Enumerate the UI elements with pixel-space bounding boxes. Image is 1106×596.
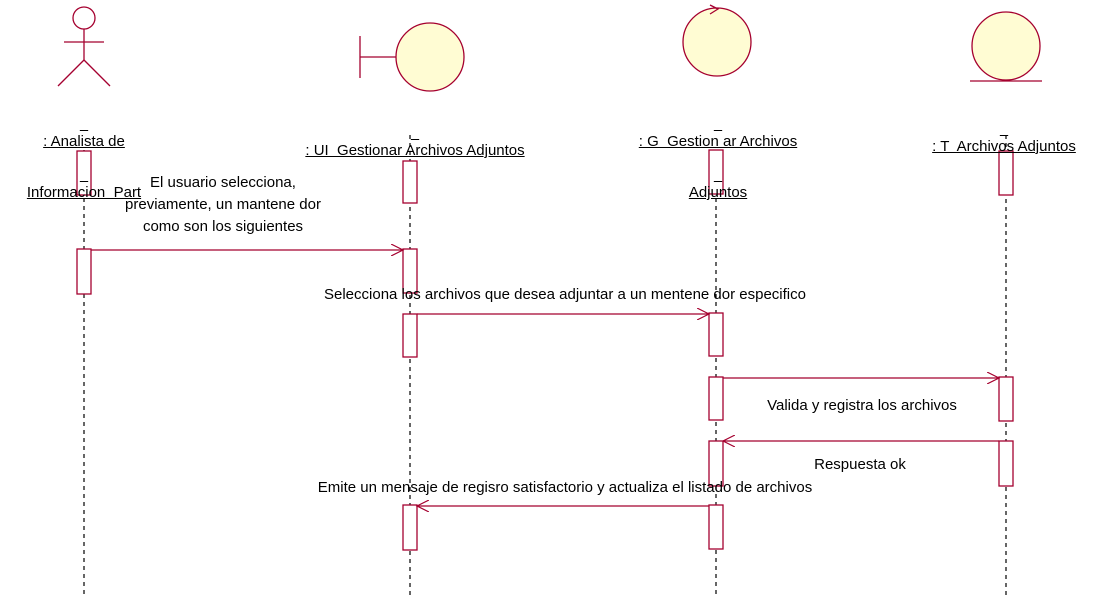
boundary-icon — [359, 22, 465, 92]
label-line: Informacion Part — [26, 184, 142, 201]
message-label: Valida y registra los archivos — [767, 397, 957, 414]
label-line: : G Gestion ar Archivos — [638, 133, 798, 150]
activation-bar — [708, 440, 724, 487]
label-line: : UI Gestionar Archivos Adjuntos — [305, 142, 525, 159]
message-arrows — [91, 250, 999, 506]
activation-bar — [708, 149, 724, 195]
label-line: : T Archivos Adjuntos — [932, 138, 1076, 155]
activation-bar — [76, 248, 92, 295]
activation-bar — [998, 376, 1014, 422]
message-label: Respuesta ok — [814, 456, 906, 473]
activation-bar — [402, 160, 418, 204]
message-label: El usuario selecciona, previamente, un m… — [125, 174, 321, 235]
activations — [76, 149, 1014, 551]
label-line: : Analista de — [43, 133, 125, 150]
activation-bar — [998, 150, 1014, 196]
activation-bar — [402, 248, 418, 294]
activation-bar — [708, 504, 724, 550]
activation-bar — [998, 440, 1014, 487]
participant-label: : UI Gestionar Archivos Adjuntos — [260, 108, 570, 176]
participant-label: : Analista de Informacion Part — [4, 99, 164, 218]
activation-bar — [402, 313, 418, 358]
activation-bar — [76, 150, 92, 196]
label-line: Adjuntos — [688, 184, 748, 201]
activation-bar — [402, 504, 418, 551]
participant-label: : T Archivos Adjuntos — [908, 104, 1100, 172]
control-icon — [682, 4, 752, 77]
message-label: Emite un mensaje de regisro satisfactori… — [317, 479, 813, 496]
activation-bar — [708, 376, 724, 421]
activation-bar — [708, 312, 724, 357]
message-label: Selecciona los archivos que desea adjunt… — [324, 286, 806, 303]
participant-label: : G Gestion ar Archivos Adjuntos — [600, 99, 836, 218]
entity-icon — [970, 11, 1042, 82]
actor-icon — [57, 6, 111, 87]
